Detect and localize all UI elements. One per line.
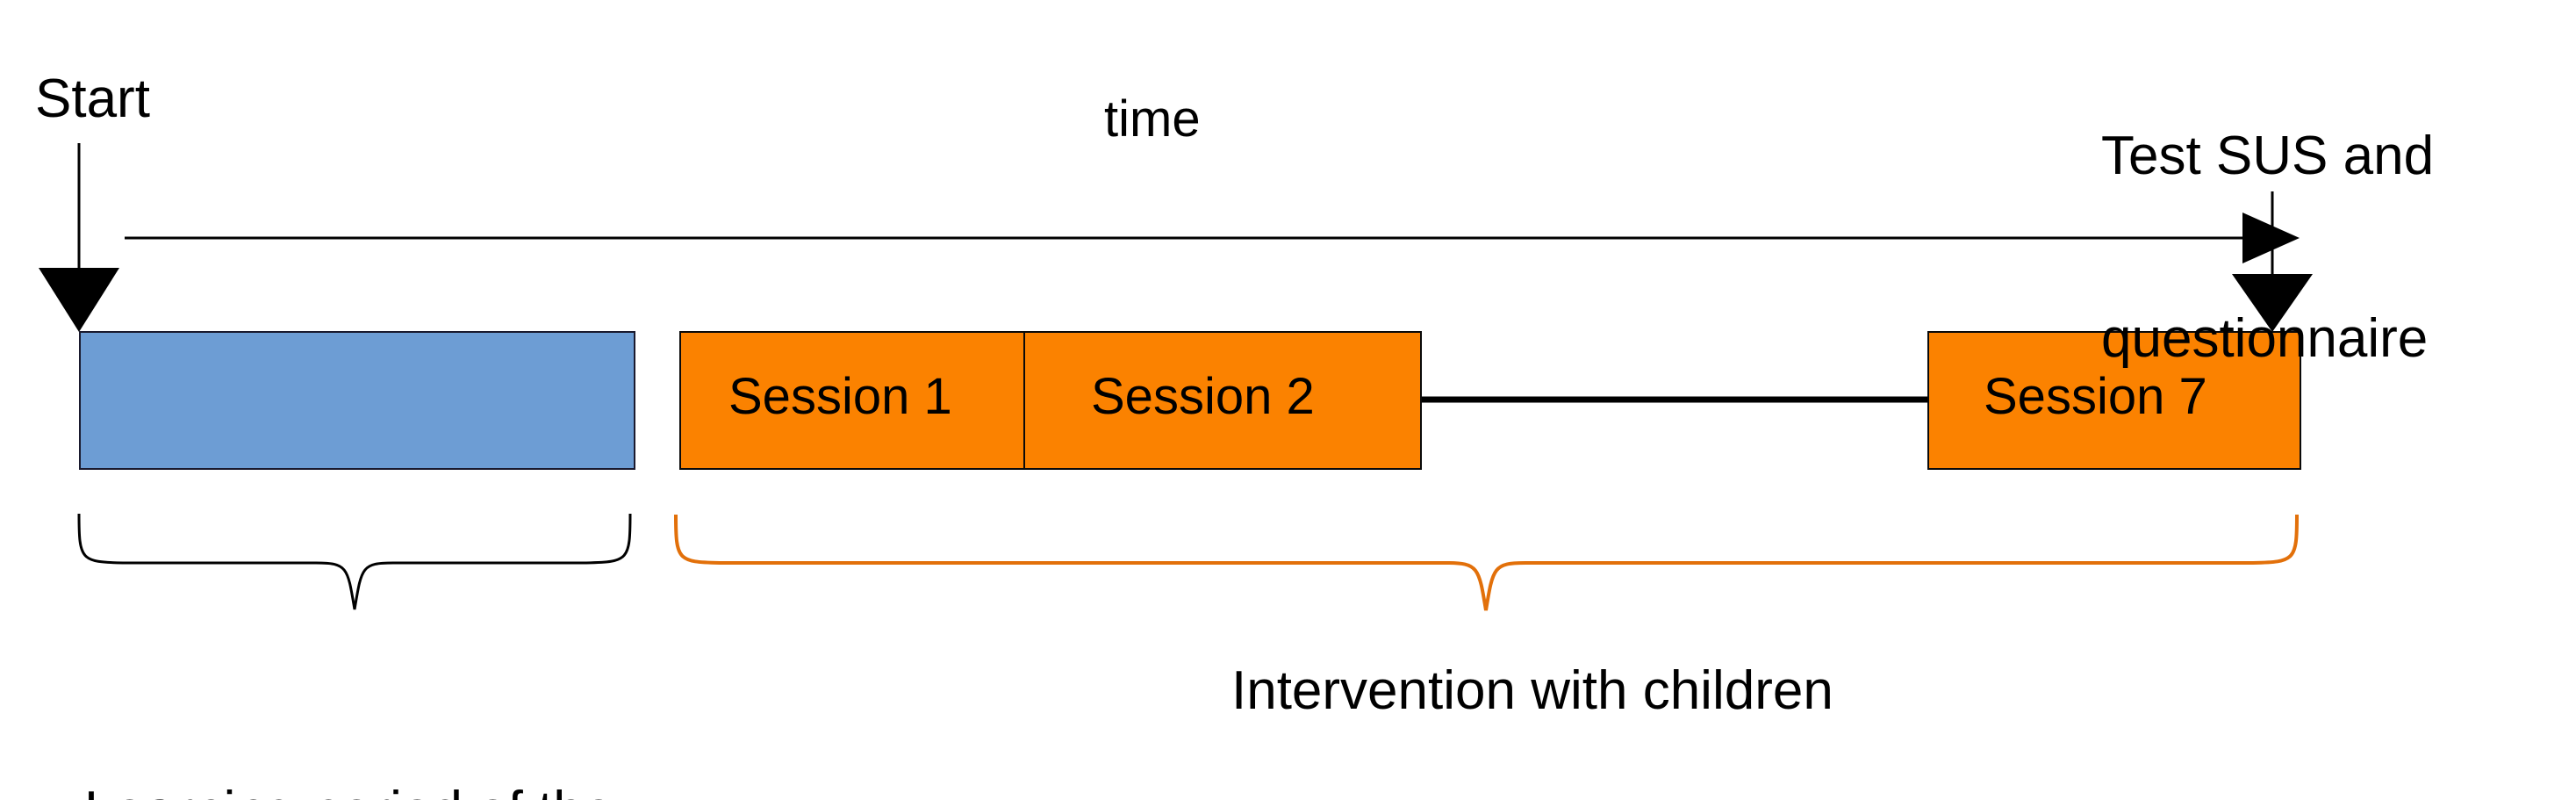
end-marker-label: Test SUS and questionnaire xyxy=(2101,4,2434,492)
learning-period-caption: Learning period of the mobility platform xyxy=(84,659,614,800)
session-block-7 xyxy=(1927,331,2301,470)
learning-period-bar xyxy=(79,331,635,470)
end-marker-label-line-1: Test SUS and xyxy=(2101,125,2435,186)
session-block-7-label: Session 7 xyxy=(1984,368,2207,425)
session-block-2-label: Session 2 xyxy=(1091,368,1315,425)
intervention-brace xyxy=(674,514,2299,611)
end-marker-label-line-2: questionnaire xyxy=(2101,308,2429,370)
start-marker-label: Start xyxy=(35,68,150,129)
session-block-1-label: Session 1 xyxy=(728,368,952,425)
intervention-caption: Intervention with children xyxy=(1231,660,1833,721)
learning-period-caption-line-1: Learning period of the xyxy=(84,781,614,800)
end-marker-arrow-icon xyxy=(2232,274,2313,332)
session-block-2 xyxy=(1023,331,1422,470)
learning-brace xyxy=(77,513,632,610)
time-axis-label: time xyxy=(1104,90,1201,148)
start-marker-arrow-icon xyxy=(39,268,119,332)
